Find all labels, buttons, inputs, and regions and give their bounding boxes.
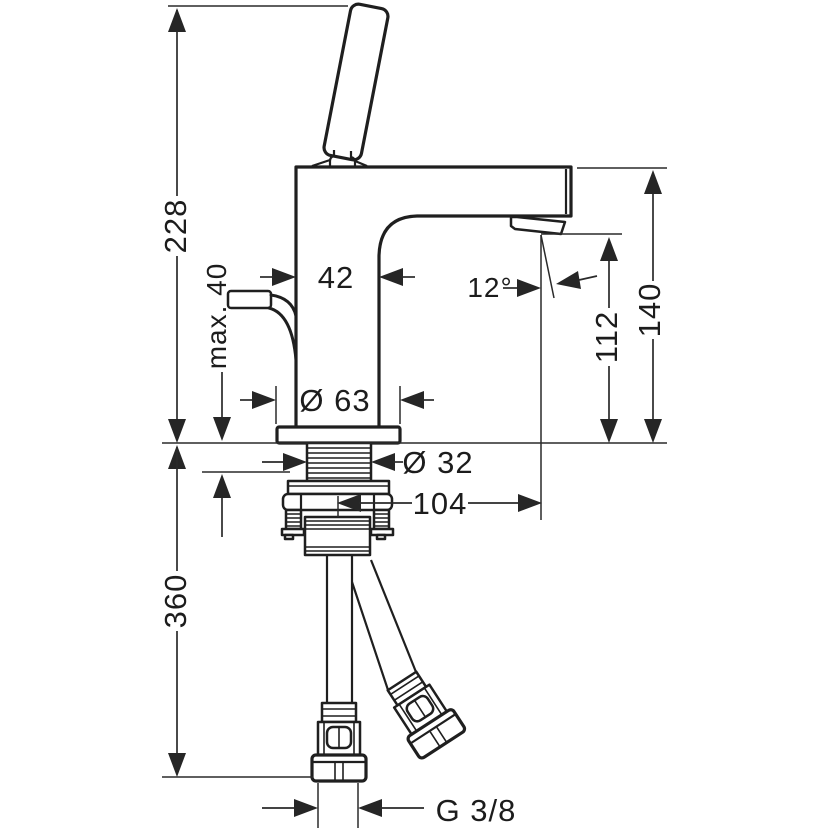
dim-label-max40: max. 40 (201, 263, 232, 370)
dim-label-104: 104 (413, 486, 468, 521)
handle-curve-top (269, 293, 298, 318)
dimension-max-deck-thickness: max. 40 (201, 263, 290, 537)
base-flange (275, 425, 402, 445)
dim-label-42: 42 (318, 260, 354, 295)
dimension-spout-angle: 12° (467, 234, 598, 520)
faucet-lever (322, 2, 390, 162)
dimension-thread-size: G 3/8 (262, 783, 517, 828)
threaded-shank (305, 441, 373, 483)
dim-label-360: 360 (158, 574, 193, 629)
vertical-hose (325, 555, 354, 703)
angled-hose (350, 559, 418, 691)
dimension-spout-top-height: 140 (577, 167, 667, 443)
dimension-base-diameter: Ø 63 (240, 383, 434, 424)
dim-label-d32: Ø 32 (402, 445, 473, 480)
vertical-hose-connector (310, 701, 368, 783)
dimension-overall-height: 228 (158, 5, 348, 443)
aerator (509, 215, 567, 236)
dimension-body-width: 42 (260, 260, 415, 295)
handle-bar (226, 289, 273, 310)
dimension-hose-length: 360 (158, 445, 313, 778)
mounting-hardware (280, 479, 395, 557)
dim-label-d63: Ø 63 (299, 383, 370, 418)
dimension-shank-diameter: Ø 32 (262, 445, 473, 480)
dim-label-140: 140 (632, 283, 667, 338)
dimension-spout-reach: 104 (337, 486, 542, 521)
faucet-body (294, 165, 573, 430)
dim-label-12deg: 12° (467, 272, 512, 303)
dimension-outlet-height: 112 (541, 233, 624, 443)
handle-curve-bottom (267, 306, 298, 362)
dim-label-112: 112 (589, 311, 624, 363)
angled-hose-connector (386, 670, 467, 760)
lever-neck-splay (311, 158, 368, 168)
dim-label-g38: G 3/8 (436, 793, 517, 828)
dim-label-228: 228 (158, 199, 193, 254)
